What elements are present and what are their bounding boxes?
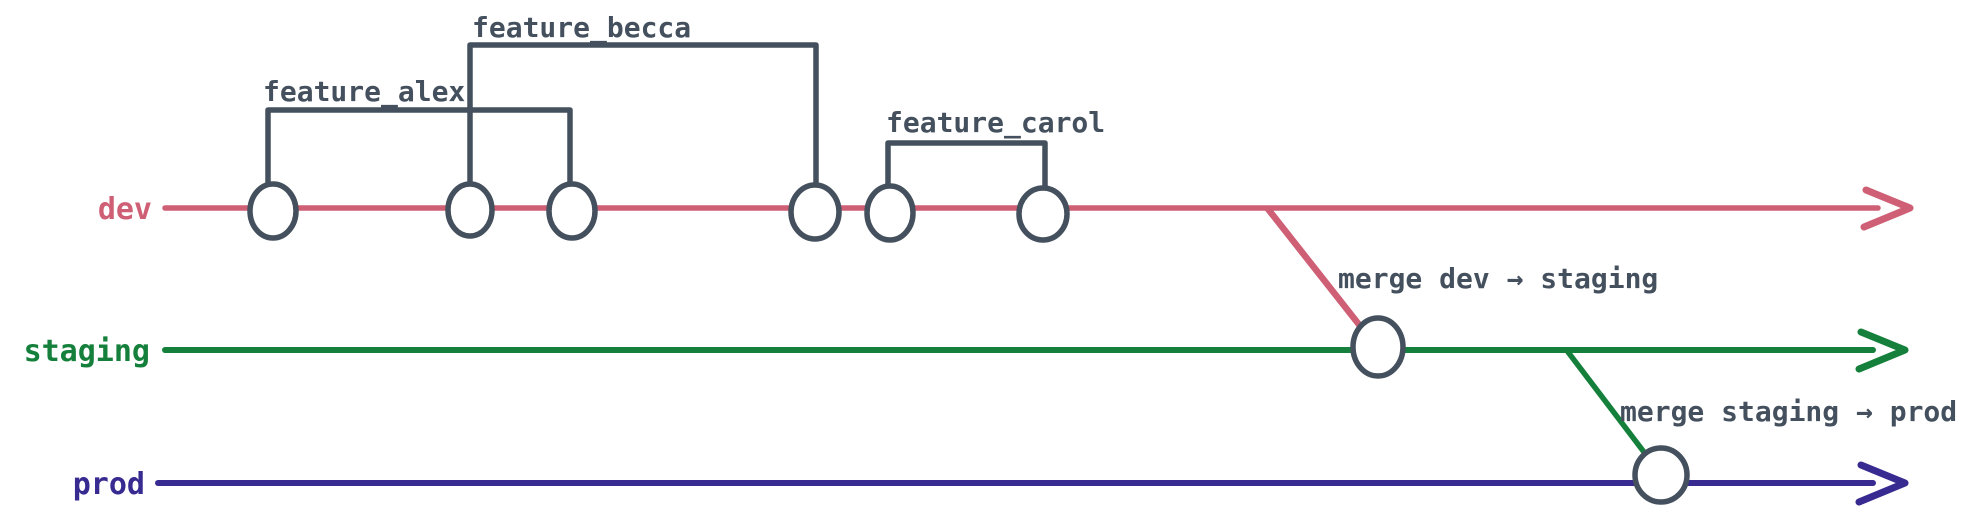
feature-becca-bracket <box>467 42 819 191</box>
merge-staging-to-prod-line <box>1565 349 1653 463</box>
feature-alex-bracket <box>265 107 573 189</box>
feature-carol-label: feature_carol <box>886 106 1105 139</box>
commit-node-dev-2 <box>445 181 495 239</box>
prod-branch-label: prod <box>73 467 145 502</box>
commit-node-dev-6 <box>1016 185 1070 243</box>
feature-alex-label: feature_alex <box>263 75 465 108</box>
feature-carol-bracket <box>885 140 1048 193</box>
commit-node-dev-4 <box>788 182 842 242</box>
staging-branch-label: staging <box>24 334 150 369</box>
feature-becca-label: feature_becca <box>472 11 691 44</box>
commit-node-dev-3 <box>546 181 598 241</box>
merge-dev-to-staging-line <box>1264 205 1372 340</box>
staging-arrowhead-icon <box>1855 328 1909 373</box>
commit-node-dev-1 <box>247 181 299 241</box>
commit-node-prod-merge <box>1632 445 1690 505</box>
merge-staging-to-prod-label: merge staging → prod <box>1620 395 1957 428</box>
commit-node-staging-merge <box>1350 315 1406 379</box>
prod-arrowhead-icon <box>1855 461 1909 506</box>
dev-arrowhead-icon <box>1860 186 1914 231</box>
merge-dev-to-staging-label: merge dev → staging <box>1338 262 1658 295</box>
commit-node-dev-5 <box>864 183 916 243</box>
dev-branch-label: dev <box>98 192 152 227</box>
